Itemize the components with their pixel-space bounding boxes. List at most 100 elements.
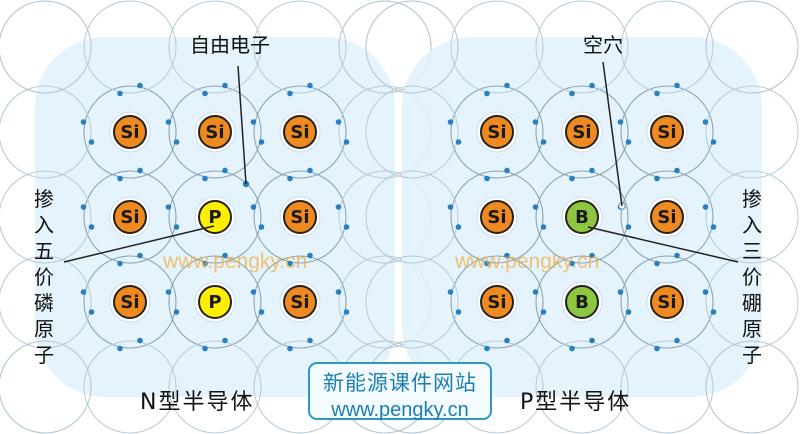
electron-dot: [287, 260, 293, 267]
logo-title: 新能源课件网站: [323, 371, 477, 395]
bond-circle: [620, 170, 714, 264]
electron-dot: [117, 90, 123, 97]
svg-text:价: 价: [34, 265, 54, 289]
electron-dot: [540, 224, 547, 230]
silicon-atom: [565, 115, 599, 149]
electron-dot: [222, 82, 228, 89]
outer-bond-circle: [0, 340, 92, 434]
electron-dot: [674, 167, 680, 174]
bond-circle: [83, 85, 177, 179]
electron-dot: [88, 139, 95, 145]
atom-symbol: Si: [487, 207, 506, 228]
electron-dot: [173, 309, 180, 315]
electron-dot: [674, 337, 680, 344]
electron-dot: [202, 175, 208, 182]
silicon-atom: [283, 115, 317, 149]
bond-circle: [535, 85, 629, 179]
bond-circle: [535, 255, 629, 349]
electron-dot: [569, 175, 575, 182]
electron-dot: [343, 139, 350, 145]
outer-bond-circle: [0, 85, 92, 179]
electron-dot: [540, 309, 547, 315]
atom-symbol: P: [208, 207, 221, 228]
electron-dot: [222, 167, 228, 174]
electron-dot: [447, 119, 454, 125]
electron-dot: [307, 252, 313, 259]
svg-text:子: 子: [34, 343, 54, 367]
bond-circle: [168, 85, 262, 179]
outer-bond-circle: [365, 0, 459, 94]
atom-symbol: Si: [487, 122, 506, 143]
electron-dot: [589, 252, 595, 259]
outer-bond-circle: [705, 85, 799, 179]
svg-text:原: 原: [34, 317, 54, 341]
electron-dot: [335, 289, 342, 295]
logo-url: www.pengky.cn: [331, 399, 469, 421]
electron-dot: [137, 252, 143, 259]
electron-dot: [654, 90, 660, 97]
electron-dot: [617, 119, 624, 125]
bond-circle: [620, 85, 714, 179]
bond-circle: [450, 170, 544, 264]
outer-bond-circle: [168, 0, 262, 94]
outer-bond-circle: [705, 255, 799, 349]
atom-symbol: Si: [657, 122, 676, 143]
electron-dot: [674, 252, 680, 259]
atom-symbol: Si: [487, 292, 506, 313]
outer-bond-circle: [620, 340, 714, 434]
svg-text:原: 原: [742, 317, 762, 341]
electron-dot: [117, 345, 123, 352]
svg-text:五: 五: [34, 239, 54, 263]
electron-dot: [88, 224, 95, 230]
watermark-right: www.pengky.cn: [454, 250, 599, 273]
hole-pointer: [602, 61, 623, 207]
phosphorus-pointer: [63, 225, 215, 263]
electron-dot: [117, 260, 123, 267]
electron-dot: [504, 167, 510, 174]
silicon-atom: [283, 285, 317, 319]
silicon-atom: [113, 200, 147, 234]
electron-dot: [80, 119, 87, 125]
electron-dot: [137, 337, 143, 344]
electron-dot: [287, 175, 293, 182]
bond-circle: [253, 170, 347, 264]
dopant-atom: [565, 200, 599, 234]
outer-bond-circle: [365, 170, 459, 264]
electron-dot: [287, 345, 293, 352]
bond-circle: [253, 255, 347, 349]
electron-dot: [504, 252, 510, 259]
electron-dot: [137, 167, 143, 174]
electron-dot: [702, 119, 709, 125]
atom-symbol: Si: [120, 292, 139, 313]
silicon-atom: [650, 285, 684, 319]
atom-symbol: Si: [120, 122, 139, 143]
svg-text:入: 入: [34, 213, 54, 237]
electron-dot: [625, 139, 632, 145]
electron-dot: [654, 345, 660, 352]
electron-dot: [447, 204, 454, 210]
svg-text:入: 入: [742, 213, 762, 237]
electron-dot: [702, 204, 709, 210]
atom-symbol: Si: [205, 122, 224, 143]
dopant-atom: [198, 200, 232, 234]
outer-bond-circle: [535, 340, 629, 434]
atom-symbol: B: [575, 207, 589, 228]
svg-text:掺: 掺: [34, 187, 54, 211]
electron-dot: [165, 119, 172, 125]
electron-dot: [710, 139, 717, 145]
svg-text:硼: 硼: [742, 291, 762, 315]
dopant-atom: [198, 285, 232, 319]
atom-symbol: Si: [120, 207, 139, 228]
electron-dot: [455, 224, 462, 230]
electron-dot: [80, 289, 87, 295]
electron-dot: [80, 204, 87, 210]
bond-circle: [450, 85, 544, 179]
bond-circle: [450, 255, 544, 349]
silicon-atom: [198, 115, 232, 149]
boron-dopant-label: 掺 入 三 价 硼 原 子: [742, 187, 762, 367]
phosphorus-dopant-label: 掺 入 五 价 磷 原 子: [34, 187, 54, 367]
electron-dot: [287, 90, 293, 97]
silicon-atom: [650, 115, 684, 149]
outer-bond-circle: [253, 0, 347, 94]
